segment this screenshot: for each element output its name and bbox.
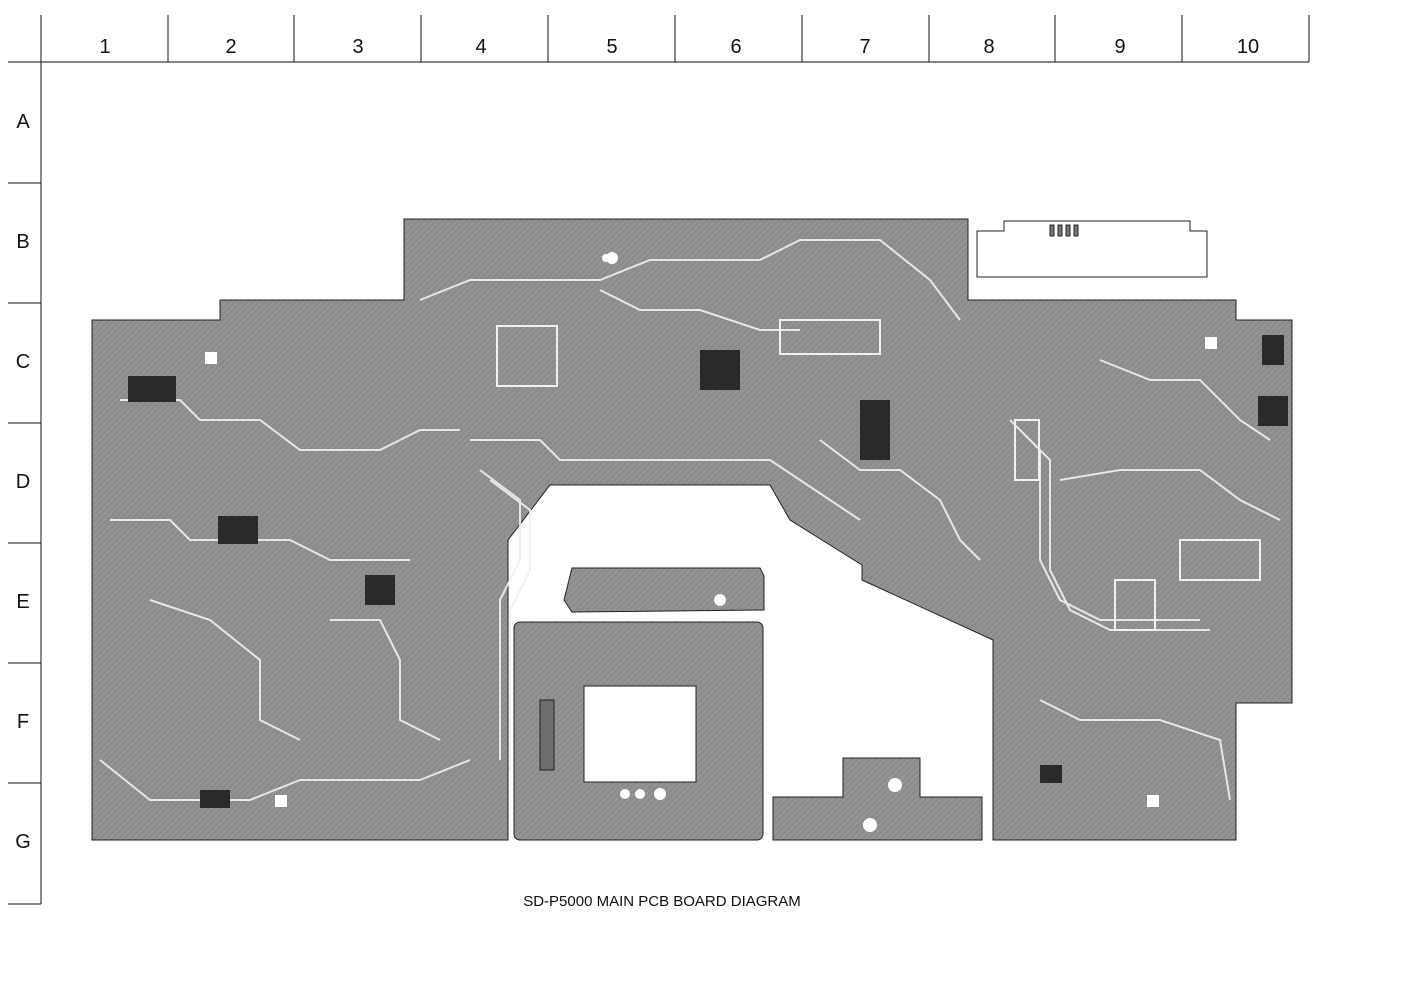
column-label-5: 5 [606, 36, 618, 58]
diagram-caption: SD-P5000 MAIN PCB BOARD DIAGRAM [523, 893, 801, 910]
row-label-a: A [16, 111, 30, 133]
column-label-9: 9 [1114, 36, 1126, 58]
row-label-c: C [15, 351, 31, 373]
column-label-8: 8 [983, 36, 995, 58]
copper-traces [99, 239, 1281, 801]
components [128, 319, 1288, 808]
row-label-e: E [16, 591, 30, 613]
row-label-g: G [15, 831, 31, 853]
column-label-2: 2 [225, 36, 237, 58]
column-label-10: 10 [1236, 36, 1260, 58]
row-label-f: F [16, 711, 30, 733]
column-label-4: 4 [475, 36, 487, 58]
grid-frame [8, 15, 1310, 905]
row-label-d: D [15, 471, 31, 493]
row-label-b: B [16, 231, 30, 253]
mounting-markers [205, 252, 1217, 832]
column-label-7: 7 [859, 36, 871, 58]
main-board [91, 218, 1293, 841]
connector-outline [976, 220, 1208, 278]
column-label-3: 3 [352, 36, 364, 58]
column-label-1: 1 [99, 36, 111, 58]
column-label-6: 6 [730, 36, 742, 58]
sub-boards [513, 567, 983, 841]
